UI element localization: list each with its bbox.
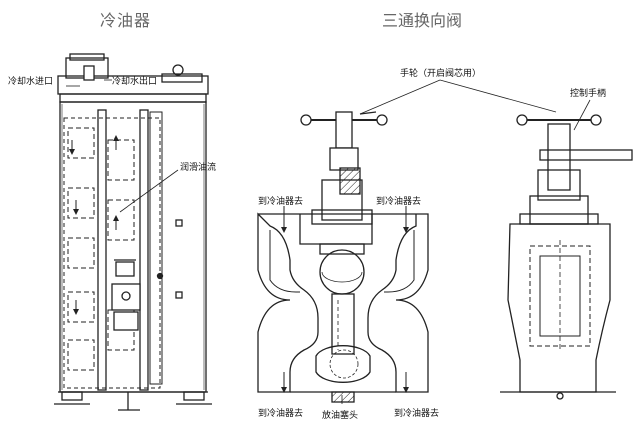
packing bbox=[339, 167, 361, 195]
control-handle-label: 控制手柄 bbox=[570, 87, 606, 99]
lube-oil-flow-label: 润滑油流 bbox=[180, 161, 216, 173]
lifting-eye bbox=[172, 64, 184, 76]
to-cooler-top-left-label: 到冷油器去 bbox=[258, 195, 303, 207]
cooler-foot-left bbox=[61, 391, 83, 401]
center-tube bbox=[97, 109, 107, 391]
to-cooler-top-right-label: 到冷油器去 bbox=[376, 195, 421, 207]
baffles bbox=[67, 127, 135, 371]
side-body bbox=[507, 223, 611, 393]
control-handle bbox=[539, 149, 633, 161]
valve-title: 三通换向阀 bbox=[382, 11, 462, 30]
valve-plug-lower bbox=[315, 345, 371, 383]
valve-column bbox=[331, 293, 355, 355]
to-cooler-bottom-right-label: 到冷油器去 bbox=[394, 407, 439, 419]
valve-stem bbox=[335, 111, 353, 149]
cooler-shell bbox=[59, 101, 207, 393]
cover-lug bbox=[161, 73, 203, 83]
handwheel-label: 手轮（开启阀芯用） bbox=[400, 67, 481, 79]
cooler-title: 冷油器 bbox=[100, 11, 151, 30]
valve-body-right bbox=[258, 213, 429, 393]
tube-bundle bbox=[63, 117, 161, 389]
valve-body-left bbox=[257, 212, 319, 393]
oil-flow-arrows bbox=[69, 135, 119, 315]
drain-plug bbox=[331, 391, 355, 403]
side-stem bbox=[547, 123, 571, 191]
oil-cooler-drawing bbox=[54, 53, 212, 411]
drain-plug-label: 放油塞头 bbox=[322, 409, 358, 421]
valve-flow-arrows bbox=[281, 206, 409, 393]
cooling-water-outlet-label: 冷却水出口 bbox=[112, 75, 157, 87]
three-way-valve-drawing bbox=[257, 79, 557, 404]
to-cooler-bottom-left-label: 到冷油器去 bbox=[258, 407, 303, 419]
cooler-valve-body bbox=[115, 261, 135, 277]
valve-plug-upper bbox=[319, 249, 365, 295]
cooling-water-inlet-label: 冷却水进口 bbox=[8, 75, 53, 87]
valve-bonnet bbox=[321, 179, 363, 221]
side-port bbox=[175, 219, 183, 227]
cooler-foot-right bbox=[183, 391, 205, 401]
valve-side-view-drawing bbox=[500, 99, 633, 400]
